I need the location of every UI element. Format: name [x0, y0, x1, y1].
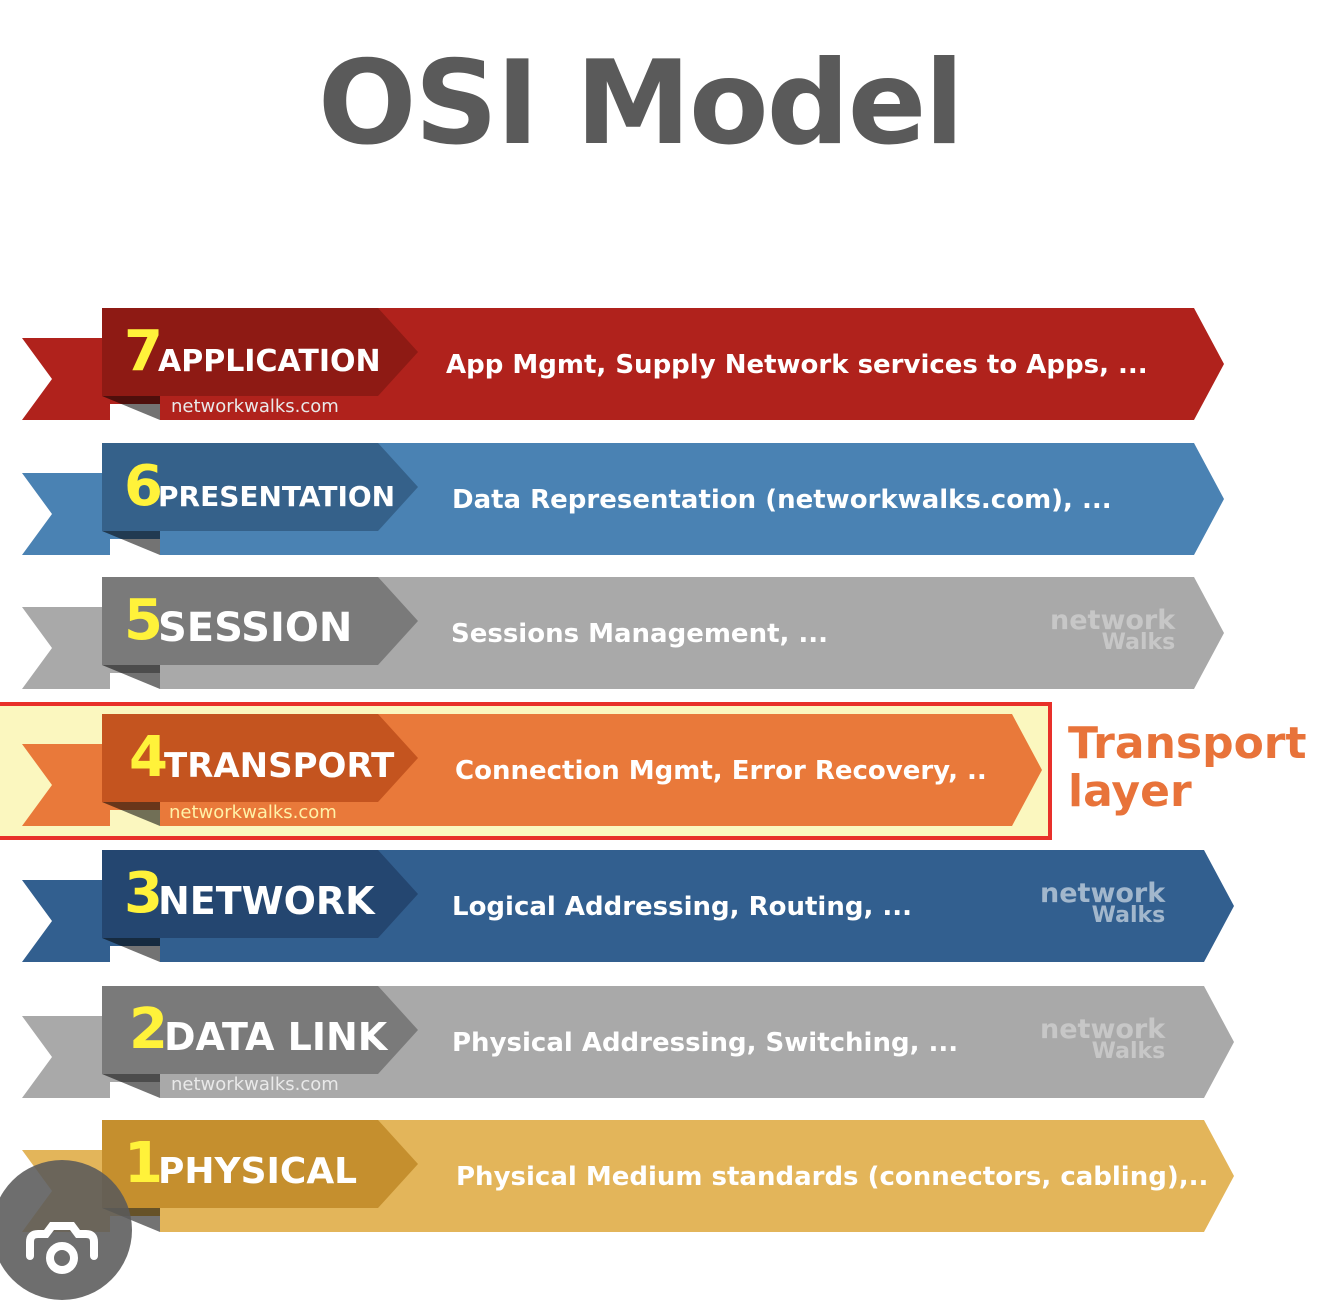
layer-name: APPLICATION — [158, 343, 381, 379]
ribbon-fold — [102, 938, 160, 962]
callout-line-2: layer — [1068, 766, 1192, 818]
watermark-line-1: network — [1040, 1014, 1166, 1045]
ribbon-tail — [22, 473, 110, 555]
layer-number: 7 — [124, 319, 163, 384]
ribbon-tail — [22, 607, 110, 689]
layer-name: DATA LINK — [164, 1015, 388, 1060]
ribbon-tail — [22, 880, 110, 962]
layer-name: SESSION — [158, 604, 353, 651]
ribbon-fold — [102, 1074, 160, 1098]
layer-tag — [102, 986, 418, 1074]
ribbon-tail — [22, 338, 110, 420]
camera-search-icon — [26, 1222, 98, 1274]
watermark-line-1: network — [1050, 605, 1176, 636]
layer-site-label: networkwalks.com — [171, 1074, 339, 1095]
layer-ribbon — [22, 714, 1042, 826]
layer-site-label: networkwalks.com — [171, 396, 339, 417]
watermark-line-2: Walks — [1101, 630, 1176, 656]
layer-number: 4 — [129, 725, 168, 790]
callout-line-1: Transport — [1068, 718, 1307, 769]
layer-description: App Mgmt, Supply Network services to App… — [446, 350, 1148, 380]
transport-callout: Transport layer — [1068, 718, 1307, 818]
layer-tag — [102, 308, 418, 396]
page-title: OSI Model — [317, 36, 964, 171]
layer-ribbon — [22, 308, 1224, 420]
layer-number: 5 — [124, 588, 163, 653]
layer-site-label: networkwalks.com — [169, 802, 337, 823]
layer-tag — [102, 443, 418, 531]
layer-number: 3 — [124, 861, 163, 926]
layer-ribbon — [22, 577, 1224, 689]
watermark-line-1: network — [1040, 878, 1166, 909]
ribbon-fold — [102, 802, 160, 826]
layer-number: 1 — [124, 1131, 163, 1196]
watermark-line-2: Walks — [1091, 1039, 1166, 1065]
ribbon-tail — [22, 1016, 110, 1098]
lens-button[interactable] — [0, 1160, 132, 1300]
layer-description: Physical Medium standards (connectors, c… — [456, 1162, 1209, 1192]
ribbon-fold — [102, 396, 160, 420]
ribbon-fold — [102, 665, 160, 689]
layer-tag — [102, 577, 418, 665]
ribbon-tail — [22, 744, 110, 826]
layer-description: Data Representation (networkwalks.com), … — [452, 485, 1112, 515]
layer-ribbon — [22, 986, 1234, 1098]
layer-tag — [102, 714, 418, 802]
layer-description: Sessions Management, ... — [451, 619, 829, 649]
layer-name: TRANSPORT — [164, 746, 395, 787]
layer-description: Connection Mgmt, Error Recovery, .. — [455, 756, 987, 786]
layer-number: 2 — [129, 997, 168, 1062]
watermark-line-2: Walks — [1091, 903, 1166, 929]
layer-name: NETWORK — [158, 879, 375, 924]
layer-name: PRESENTATION — [158, 480, 396, 514]
layer-ribbon — [22, 850, 1234, 962]
layer-name: PHYSICAL — [158, 1150, 358, 1192]
layer-description: Physical Addressing, Switching, ... — [452, 1028, 959, 1058]
ribbon-fold — [102, 531, 160, 555]
layer-description: Logical Addressing, Routing, ... — [452, 892, 913, 922]
layer-ribbon — [22, 443, 1224, 555]
layer-number: 6 — [124, 454, 163, 519]
layer-tag — [102, 850, 418, 938]
layer-tag — [102, 1120, 418, 1208]
